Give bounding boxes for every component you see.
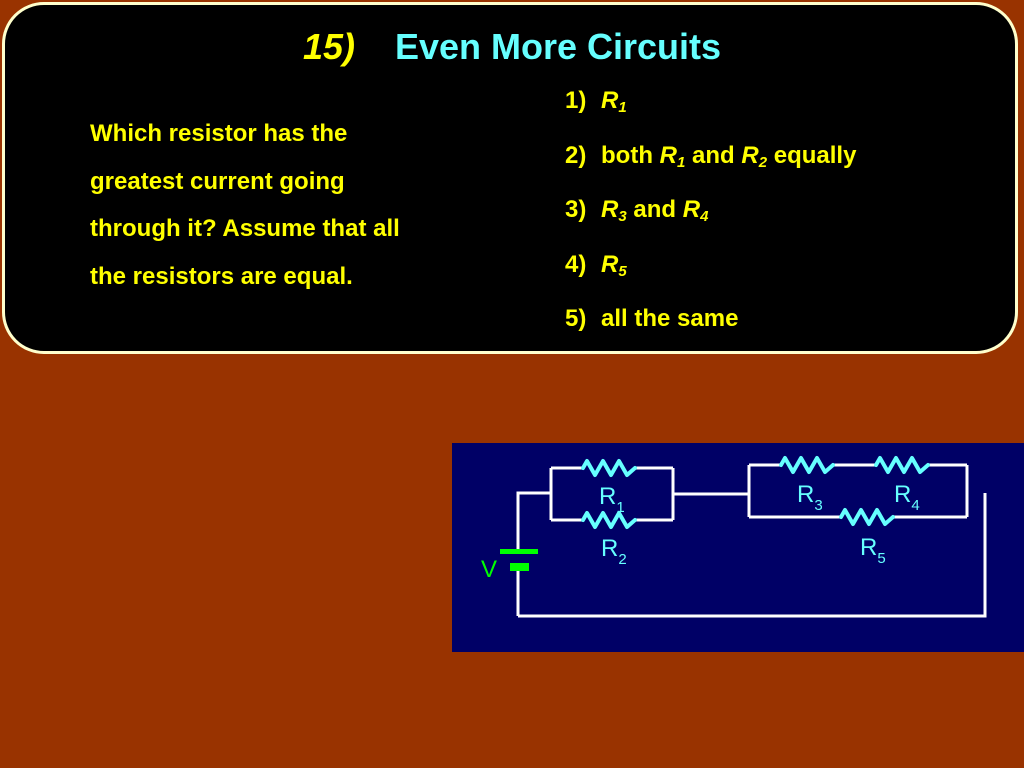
question-line: greatest current going: [90, 167, 345, 195]
answer-text: equally: [773, 141, 857, 169]
answer-option-2[interactable]: 2) both R1 and R2 equally: [565, 139, 856, 194]
question-text: Which resistor has the greatest current …: [90, 110, 490, 300]
battery: [500, 549, 538, 571]
resistor-label-r5: R5: [860, 534, 886, 567]
answer-option-4[interactable]: 4) R5: [565, 248, 856, 303]
question-line: Which resistor has the: [90, 120, 348, 147]
answer-number: 3): [565, 196, 587, 223]
resistor-symbol: R: [601, 87, 619, 114]
circuit-labels: V R1 R2 R3 R4 R5: [481, 481, 920, 583]
answer-text: and: [692, 141, 735, 169]
question-line: the resistors are equal.: [90, 262, 353, 290]
resistor-subscript: 3: [618, 208, 627, 225]
answer-number: 1): [565, 87, 587, 114]
resistor-subscript: 4: [700, 208, 709, 225]
answer-option-1[interactable]: 1) R1: [565, 84, 856, 139]
question-panel: [2, 2, 1018, 354]
circuit-wires: [516, 463, 987, 618]
answer-text: all the same: [601, 305, 739, 332]
title-text: Even More Circuits: [394, 26, 722, 67]
battery-short-plate: [510, 563, 529, 571]
answer-list: 1) R1 2) both R1 and R2 equally 3) R3 an…: [565, 84, 856, 357]
question-number: 15): [302, 26, 355, 67]
answer-option-3[interactable]: 3) R3 and R4: [565, 193, 856, 248]
resistor-symbol: R: [682, 196, 701, 223]
answer-text: and: [633, 196, 677, 223]
answer-option-5[interactable]: 5) all the same: [565, 302, 856, 357]
battery-label: V: [481, 556, 497, 583]
answer-text: both: [601, 141, 653, 169]
resistor-symbol: R: [601, 250, 619, 278]
resistors: [581, 456, 930, 529]
answer-number: 4): [565, 250, 587, 278]
answer-number: 5): [565, 305, 587, 332]
resistor-label-r1: R1: [599, 483, 625, 516]
resistor-label-r3: R3: [797, 481, 823, 514]
wire-bottom-right: [518, 493, 987, 618]
resistor-subscript: 1: [677, 153, 686, 171]
resistor-r1-zigzag: [581, 459, 637, 477]
resistor-label-r2: R2: [601, 535, 627, 568]
resistor-subscript: 1: [618, 99, 627, 116]
resistor-r2-zigzag: [581, 511, 637, 529]
resistor-symbol: R: [741, 141, 759, 169]
question-line: through it? Assume that all: [90, 215, 400, 242]
resistor-subscript: 2: [758, 153, 768, 171]
resistor-symbol: R: [601, 196, 619, 223]
slide-title: 15) Even More Circuits: [0, 26, 1024, 68]
resistor-symbol: R: [659, 141, 678, 169]
resistor-r3-zigzag: [779, 456, 835, 474]
resistor-r4-zigzag: [874, 456, 930, 474]
wire-left-top: [516, 491, 551, 553]
answer-number: 2): [565, 141, 587, 169]
battery-long-plate: [500, 549, 538, 554]
resistor-label-r4: R4: [894, 481, 920, 514]
resistor-subscript: 5: [618, 262, 627, 280]
resistor-r5-zigzag: [839, 508, 895, 526]
